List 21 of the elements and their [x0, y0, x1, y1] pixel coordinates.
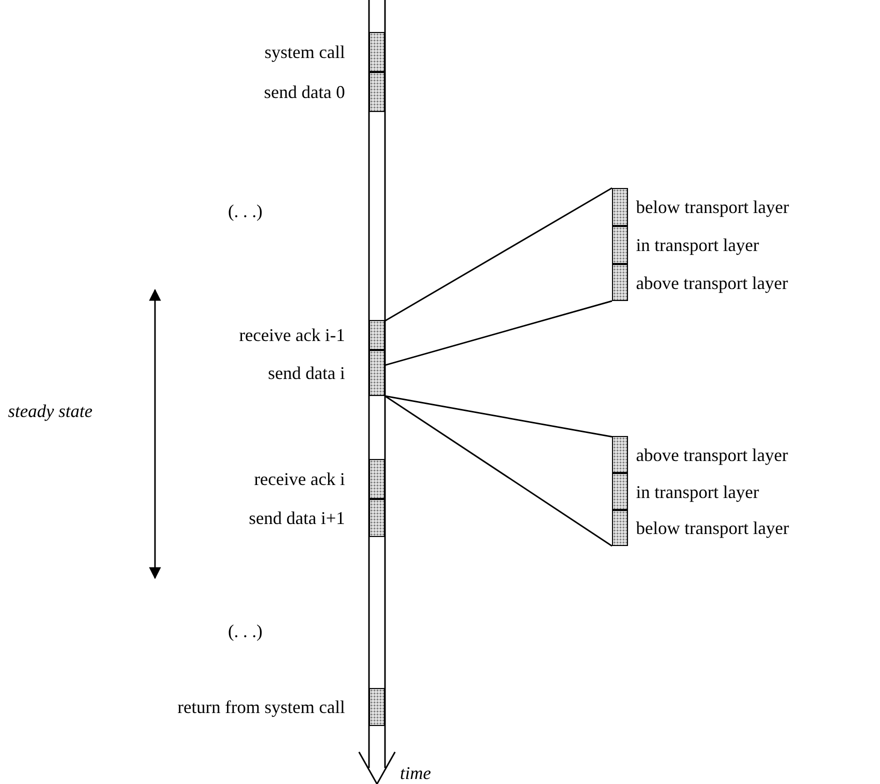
- connector-line: [384, 187, 612, 322]
- connector-line: [384, 395, 612, 438]
- segment-label: above transport layer: [636, 272, 788, 292]
- segment-label: above transport layer: [636, 444, 788, 464]
- segment-label: return from system call: [178, 697, 345, 717]
- segment-label: send data i: [268, 363, 345, 383]
- steady-state-label: steady state: [8, 400, 92, 422]
- time-axis-label: time: [400, 762, 431, 784]
- segment-label: below transport layer: [636, 197, 789, 217]
- connector-line: [384, 300, 612, 366]
- segment-label: in transport layer: [636, 235, 759, 255]
- ellipsis-label: (. . .): [228, 200, 262, 222]
- segment-label: send data 0: [264, 82, 345, 102]
- ellipsis-label: (. . .): [228, 620, 262, 642]
- segment-label: send data i+1: [248, 508, 345, 528]
- segment-label: in transport layer: [636, 482, 759, 502]
- segment-label: receive ack i: [254, 469, 345, 489]
- segment-label: system call: [264, 42, 345, 62]
- connector-line: [384, 395, 612, 547]
- segment-label: below transport layer: [636, 518, 789, 538]
- segment-label: receive ack i-1: [239, 325, 345, 345]
